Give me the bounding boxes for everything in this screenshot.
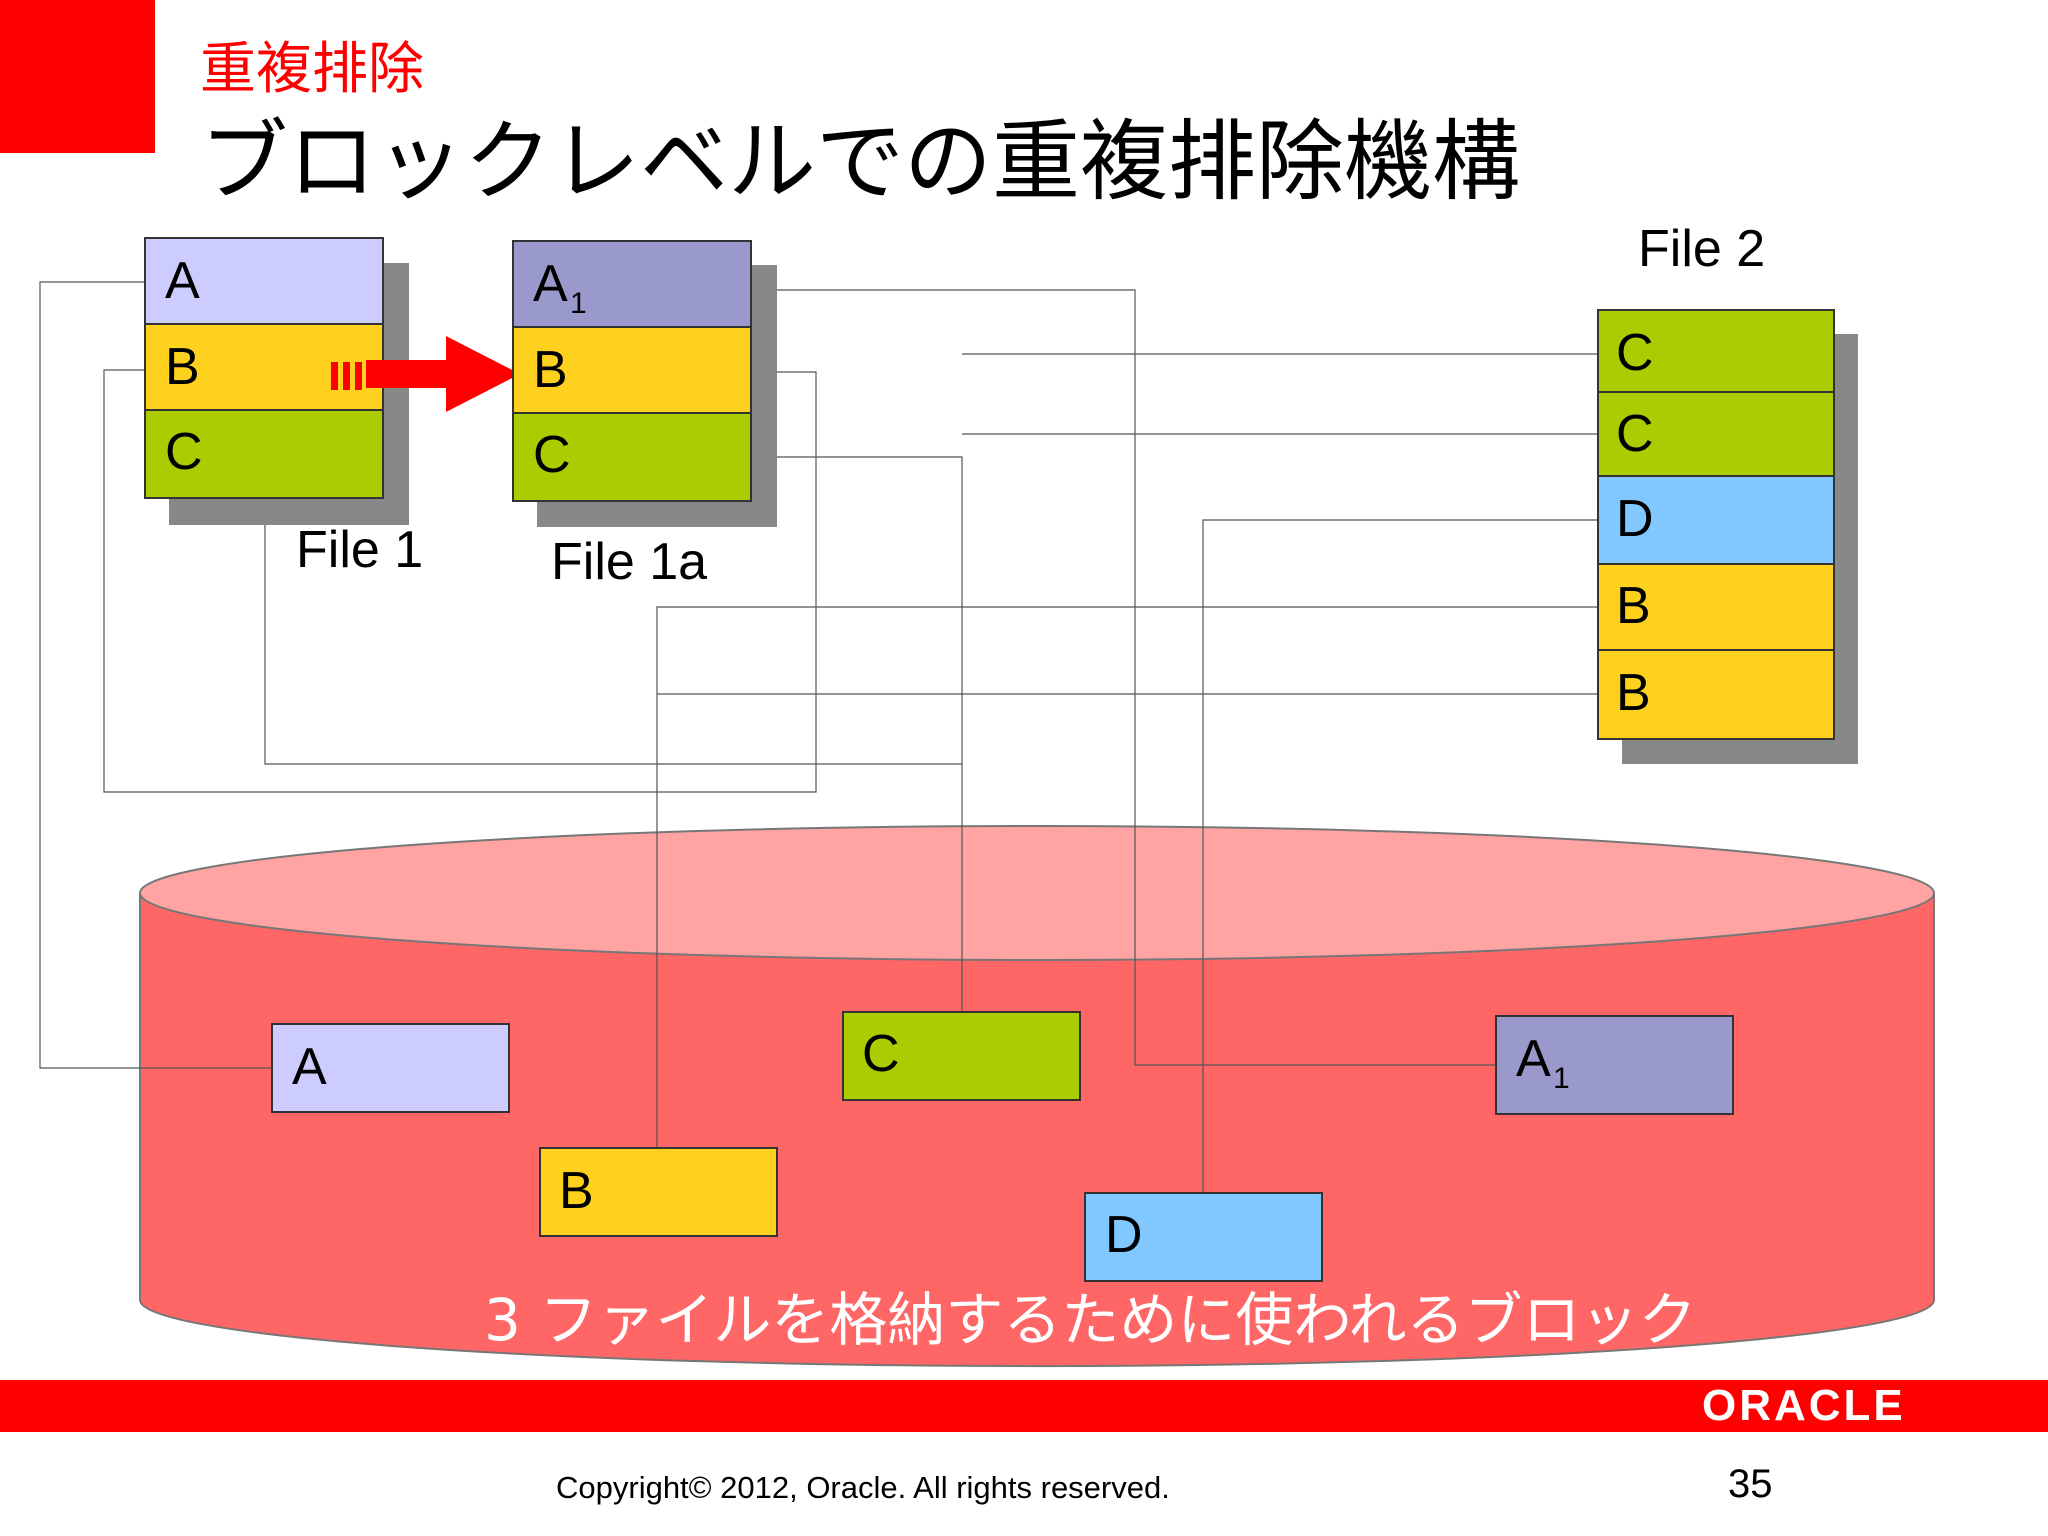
oracle-logo: ORACLE [1702,1381,1906,1430]
storage-caption: 3 ファイルを格納するために使われるブロック [484,1286,1696,1354]
file2-block-b2 [1597,649,1835,740]
file2-label-b2: B [1616,664,1651,722]
file2-block-c1 [1597,309,1835,393]
file2-label-d: D [1616,490,1654,548]
file2-label-c2: C [1616,405,1654,463]
link-file1a-a1 [752,289,1496,1066]
storage-block-a [271,1023,510,1113]
link-file1-a [39,281,272,1069]
storage-block-b [539,1147,778,1237]
file2-block-b1 [1597,563,1835,651]
slide-title: ブロックレベルでの重複排除機構 [200,110,1521,213]
link-file2-b1 [656,606,1598,1148]
cylinder-body [139,892,1935,1368]
storage-blocks: A C A 1 B D [271,1011,1734,1282]
file1a-label-a: A [533,255,568,313]
connector-lines [39,281,1598,1193]
file1a-caption: File 1a [551,533,707,591]
file1-label-a: A [165,252,200,310]
storage-label-a: A [292,1038,327,1096]
page-number: 35 [1728,1462,1773,1506]
storage-block-d [1084,1192,1323,1282]
file1-block-c [144,409,384,499]
link-file2-d [1202,519,1598,1193]
file1a-block-c [512,412,752,502]
corner-accent [0,0,155,153]
link-file1-b [103,369,817,793]
file1a-label-b: B [533,341,568,399]
footer-bar [0,1380,2048,1432]
file2-label-c1: C [1616,324,1654,382]
storage-label-d: D [1105,1206,1143,1264]
storage-block-c [842,1011,1081,1101]
file1-block-a [144,237,384,325]
storage-block-a1 [1495,1015,1734,1115]
section-heading: 重複排除 [200,37,424,102]
storage-label-b: B [559,1162,594,1220]
file1-label-c: C [165,423,203,481]
file1a-block-b [512,326,752,414]
link-file1a-c [752,456,963,1012]
file2-caption: File 2 [1638,220,1765,278]
file1-stack: A B C File 1 [144,237,423,579]
file1a-block-a1 [512,240,752,328]
file1a-label-a-sub: 1 [570,287,587,320]
file1a-stack: A 1 B C File 1a [512,240,777,591]
copyright-text: Copyright© 2012, Oracle. All rights rese… [556,1470,1170,1505]
file1a-label-c: C [533,426,571,484]
storage-cylinder [139,825,1935,1368]
change-arrow [331,336,520,412]
cylinder-top [139,825,1935,961]
storage-label-a1: A [1516,1030,1551,1088]
file1-label-b: B [165,338,200,396]
file2-label-b1: B [1616,577,1651,635]
storage-label-c: C [862,1025,900,1083]
file1-caption: File 1 [296,521,423,579]
file2-stack: File 2 C C D B B [1597,220,1858,764]
storage-label-a1-sub: 1 [1553,1062,1570,1095]
